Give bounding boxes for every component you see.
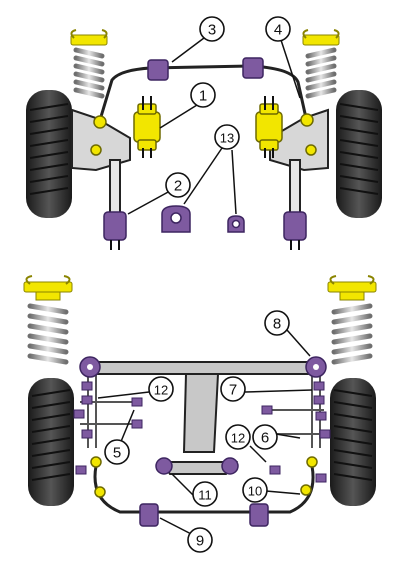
callouts: 3 4 1 13 2 8 12 7 bbox=[104, 16, 291, 553]
svg-text:12: 12 bbox=[231, 431, 245, 446]
front-right-spring bbox=[302, 29, 340, 99]
front-right-tyre bbox=[336, 90, 382, 218]
rear-right-spring bbox=[327, 275, 377, 365]
svg-text:6: 6 bbox=[261, 430, 269, 447]
svg-text:3: 3 bbox=[208, 22, 216, 39]
rear-right-tyre bbox=[330, 378, 376, 506]
svg-text:5: 5 bbox=[113, 445, 121, 462]
rear-arb-mount-bush-purple bbox=[139, 503, 269, 527]
front-rear-bush-bolts bbox=[110, 240, 300, 250]
front-rear-lower-bush-purple bbox=[103, 211, 307, 241]
rear-drop-link-bush-yellow bbox=[90, 456, 318, 498]
rear-anti-roll-bar bbox=[93, 465, 315, 514]
svg-text:7: 7 bbox=[229, 382, 237, 399]
svg-text:4: 4 bbox=[274, 22, 282, 39]
rear-subframe bbox=[85, 361, 319, 453]
front-arm-legs bbox=[109, 159, 301, 223]
svg-text:9: 9 bbox=[196, 533, 204, 550]
svg-text:8: 8 bbox=[273, 316, 281, 333]
rear-suspension-assembly bbox=[23, 275, 377, 527]
callout-7: 7 bbox=[220, 376, 246, 402]
arb-bush-loose-parts bbox=[161, 205, 245, 233]
callout-13: 13 bbox=[214, 124, 240, 150]
rear-diff-mount-bush bbox=[155, 457, 239, 475]
callout-3: 3 bbox=[199, 16, 225, 42]
callout-8: 8 bbox=[264, 310, 290, 336]
front-bush-bolts bbox=[142, 96, 274, 158]
callout-1: 1 bbox=[190, 82, 216, 108]
callout-2: 2 bbox=[165, 172, 191, 198]
callout-4: 4 bbox=[265, 16, 291, 42]
svg-text:11: 11 bbox=[198, 488, 212, 503]
front-left-tyre bbox=[26, 90, 72, 218]
svg-text:10: 10 bbox=[248, 484, 262, 499]
front-wishbone-bush-yellow bbox=[133, 103, 283, 151]
callout-9: 9 bbox=[187, 527, 213, 553]
front-left-spring bbox=[70, 29, 108, 99]
front-suspension-assembly bbox=[26, 29, 382, 250]
front-small-bushes bbox=[90, 113, 317, 156]
callout-11: 11 bbox=[192, 481, 218, 507]
callout-5: 5 bbox=[104, 439, 130, 465]
front-arb-mount-bush-purple bbox=[147, 57, 264, 81]
callout-12-upper: 12 bbox=[148, 376, 174, 402]
svg-text:2: 2 bbox=[174, 178, 182, 195]
rear-left-tyre bbox=[28, 378, 74, 506]
leader-lines bbox=[97, 37, 313, 539]
svg-text:1: 1 bbox=[199, 88, 207, 105]
svg-text:13: 13 bbox=[220, 131, 234, 146]
callout-10: 10 bbox=[242, 477, 268, 503]
subframe-bush-centers bbox=[87, 364, 319, 370]
callout-12-lower: 12 bbox=[225, 424, 251, 450]
rear-left-spring bbox=[23, 275, 73, 365]
svg-text:12: 12 bbox=[154, 383, 168, 398]
callout-6: 6 bbox=[252, 424, 278, 450]
